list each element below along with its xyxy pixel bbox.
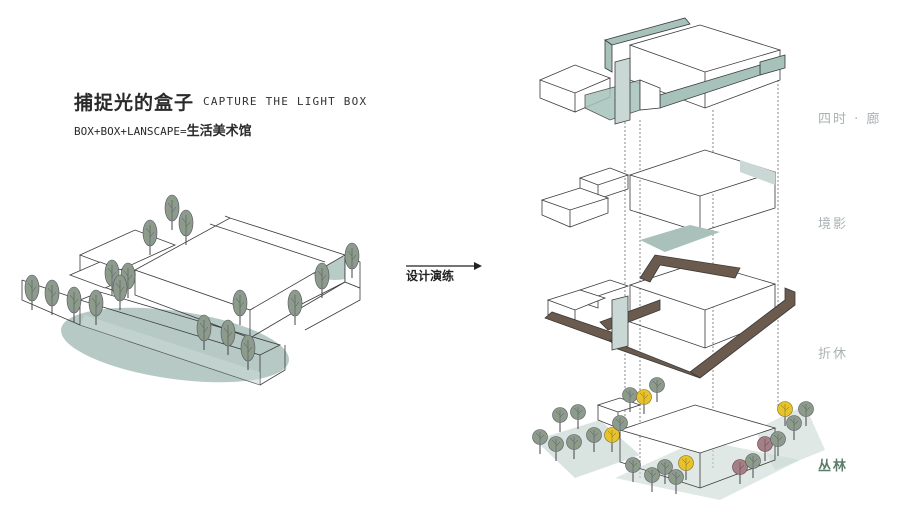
layer-shadow <box>540 149 777 252</box>
layer-label-shadow: 境影 <box>818 217 849 232</box>
formula-line: BOX+BOX+LANSCAPE=生活美术馆 <box>74 120 252 139</box>
layer-label-fold: 折休 <box>818 347 849 362</box>
layer-fold <box>544 254 796 379</box>
formula-chinese: 生活美术馆 <box>186 124 252 139</box>
layer-label-corridor: 四时 · 廊 <box>818 112 882 127</box>
layer-label-forest: 丛林 <box>818 459 849 474</box>
layer-corridor <box>538 17 786 125</box>
arrow-label: 设计演练 <box>406 269 455 283</box>
title-chinese: 捕捉光的盒子 <box>74 92 195 114</box>
title-english: CAPTURE THE LIGHT BOX <box>203 95 368 108</box>
transition-arrow <box>406 262 482 270</box>
formula-english: BOX+BOX+LANSCAPE= <box>74 125 187 138</box>
